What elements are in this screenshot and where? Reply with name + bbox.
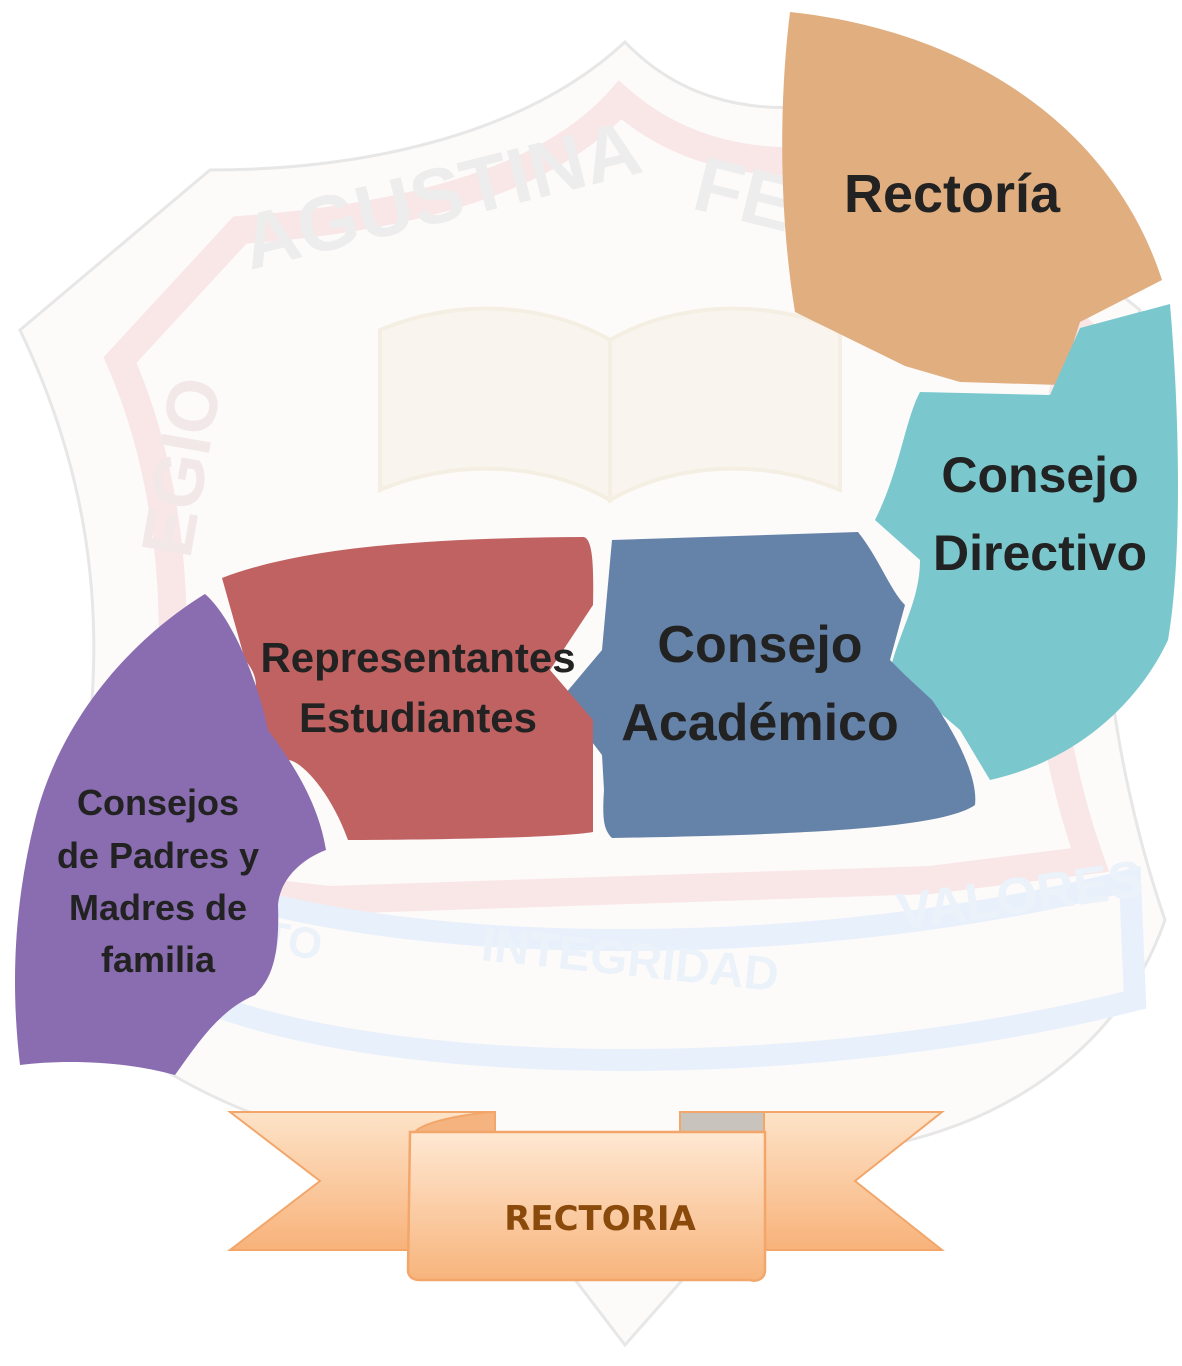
crest-ribbon bbox=[177, 863, 1147, 1071]
consejos-padres-line2: de Padres y bbox=[57, 835, 259, 876]
book-icon bbox=[378, 306, 842, 504]
representantes-shape: Representantes Estudiantes bbox=[222, 537, 594, 840]
consejo-directivo-shape-body bbox=[875, 304, 1178, 780]
rectoria-banner: RECTORIA bbox=[227, 1110, 945, 1282]
consejos-padres-shape: Consejos de Padres y Madres de familia bbox=[15, 594, 326, 1075]
representantes-line2: Estudiantes bbox=[299, 694, 537, 741]
consejo-academico-shape-body bbox=[560, 532, 976, 838]
consejo-academico-shape: Consejo Académico bbox=[560, 532, 976, 838]
consejos-padres-line1: Consejos bbox=[77, 782, 239, 823]
rectoria-shape-body bbox=[782, 12, 1162, 385]
consejo-academico-line1: Consejo bbox=[657, 616, 862, 674]
representantes-line1: Representantes bbox=[260, 634, 575, 681]
consejos-padres-line4: familia bbox=[101, 939, 216, 980]
consejo-academico-line2: Académico bbox=[621, 694, 898, 752]
consejo-directivo-line2: Directivo bbox=[933, 525, 1147, 581]
rectoria-shape: Rectoría bbox=[782, 12, 1162, 385]
banner-label: RECTORIA bbox=[504, 1199, 696, 1239]
consejo-directivo-shape: Consejo Directivo bbox=[875, 304, 1178, 780]
consejo-directivo-line1: Consejo bbox=[941, 447, 1138, 503]
consejos-padres-shape-body bbox=[15, 594, 326, 1075]
rectoria-label: Rectoría bbox=[844, 164, 1061, 224]
consejos-padres-line3: Madres de bbox=[69, 887, 247, 928]
representantes-shape-body bbox=[222, 537, 594, 840]
banner-center bbox=[406, 1130, 767, 1282]
